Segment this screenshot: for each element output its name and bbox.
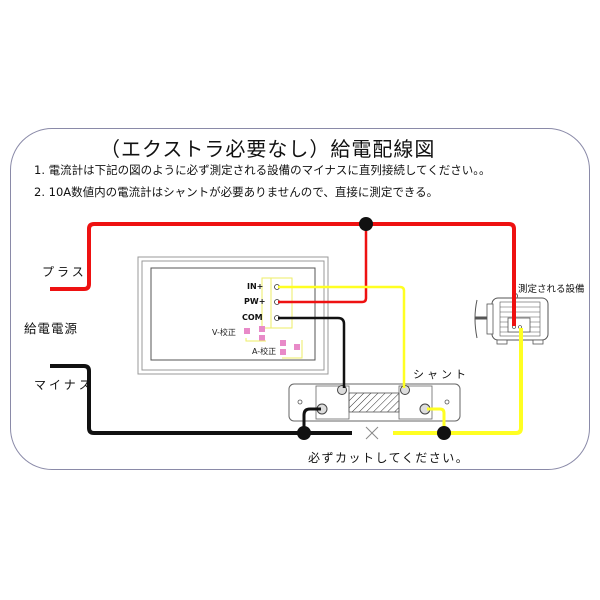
com-wire bbox=[278, 316, 346, 388]
plus-label: プラス bbox=[42, 265, 87, 279]
minus-label: マイナス bbox=[34, 378, 94, 392]
pin-label-pw-plus: PW+ bbox=[244, 297, 266, 306]
motor-icon bbox=[474, 293, 549, 345]
ammeter bbox=[137, 256, 329, 375]
junction-dot bbox=[297, 426, 311, 440]
in-plus-wire bbox=[278, 285, 406, 388]
pin-label-com: COM bbox=[242, 313, 263, 322]
diagram-title: （エクストラ必要なし）給電配線図 bbox=[100, 137, 436, 161]
plus-wire bbox=[50, 222, 516, 326]
v-cal-pad bbox=[259, 326, 265, 332]
junction-dot bbox=[359, 217, 373, 231]
pin-label-in-plus: IN+ bbox=[247, 282, 264, 291]
a-calibration-label: A-校正 bbox=[252, 347, 277, 356]
minus-wire bbox=[50, 364, 352, 435]
v-cal-pad bbox=[244, 328, 250, 334]
diagram-frame bbox=[10, 128, 590, 470]
a-cal-pad bbox=[280, 349, 286, 355]
device-label: 測定される設備 bbox=[518, 284, 585, 295]
junction-dot bbox=[437, 426, 451, 440]
cut-mark-icon bbox=[365, 426, 379, 440]
instruction-note-2: 2. 10A数値内の電流計はシャントが必要ありませんので、直接に測定できる。 bbox=[34, 185, 439, 199]
power-source-label: 給電電源 bbox=[24, 321, 79, 336]
load-return-wire bbox=[393, 328, 523, 435]
v-calibration-label: V-校正 bbox=[212, 328, 236, 337]
instruction-note-1: 1. 電流計は下記の図のように必ず測定される設備のマイナスに直列接続してください… bbox=[34, 163, 491, 177]
a-cal-pad bbox=[294, 344, 300, 350]
must-cut-label: 必ずカットしてください。 bbox=[308, 451, 470, 465]
a-cal-pad bbox=[280, 340, 286, 346]
v-cal-pad bbox=[259, 335, 265, 341]
pw-plus-wire bbox=[278, 224, 368, 304]
shunt bbox=[288, 383, 461, 422]
shunt-label: シャント bbox=[413, 368, 469, 381]
